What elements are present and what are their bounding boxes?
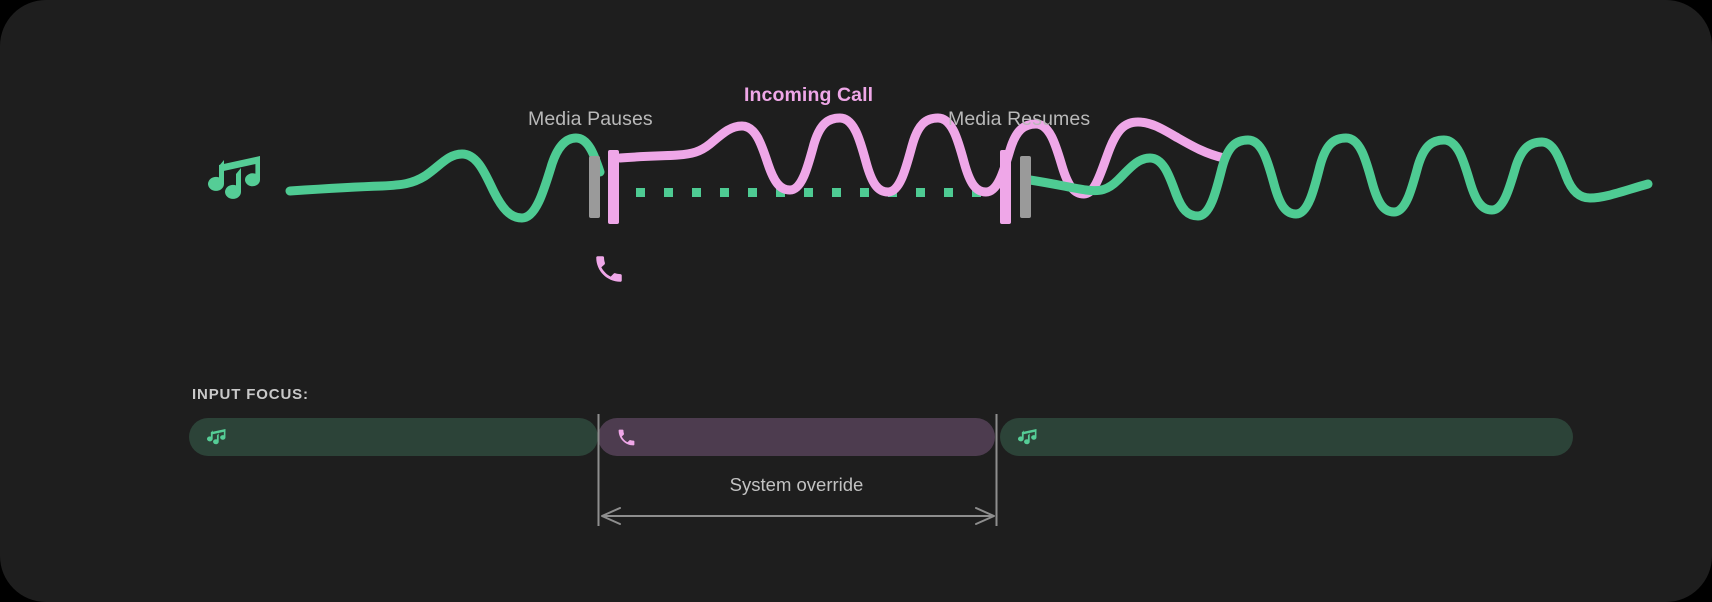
input-focus-section: INPUT FOCUS: bbox=[0, 330, 1712, 602]
system-override-bracket bbox=[597, 414, 998, 526]
label-media-pauses: Media Pauses bbox=[528, 108, 653, 130]
override-arrow-head-left bbox=[601, 507, 621, 525]
timeline-stage: Media Pauses Incoming Call Media Resumes bbox=[208, 84, 1653, 291]
phone-icon bbox=[592, 252, 626, 291]
focus-chip-media-after[interactable] bbox=[1000, 418, 1573, 456]
phone-icon bbox=[616, 427, 637, 448]
waveform-incoming-call bbox=[615, 113, 1229, 199]
marker-resume-gray bbox=[1020, 156, 1031, 218]
waveform-media-after bbox=[1025, 133, 1653, 221]
muted-media-dots bbox=[608, 188, 1009, 197]
label-media-resumes: Media Resumes bbox=[948, 108, 1091, 130]
marker-resume-pink bbox=[1000, 150, 1011, 224]
focus-chip-call[interactable] bbox=[598, 418, 995, 456]
system-override-label: System override bbox=[729, 474, 864, 495]
music-notes-icon bbox=[208, 154, 270, 211]
override-arrow-head-right bbox=[975, 507, 995, 525]
waveform-canvas bbox=[285, 113, 1653, 224]
marker-pause-pink bbox=[608, 150, 619, 224]
marker-pause-gray bbox=[589, 156, 600, 218]
input-focus-title: INPUT FOCUS: bbox=[192, 386, 309, 403]
waveform-media-before bbox=[285, 133, 605, 223]
music-notes-icon bbox=[207, 428, 229, 447]
music-notes-icon bbox=[1018, 428, 1040, 447]
label-incoming-call: Incoming Call bbox=[744, 84, 874, 106]
focus-chip-media-before[interactable] bbox=[189, 418, 598, 456]
